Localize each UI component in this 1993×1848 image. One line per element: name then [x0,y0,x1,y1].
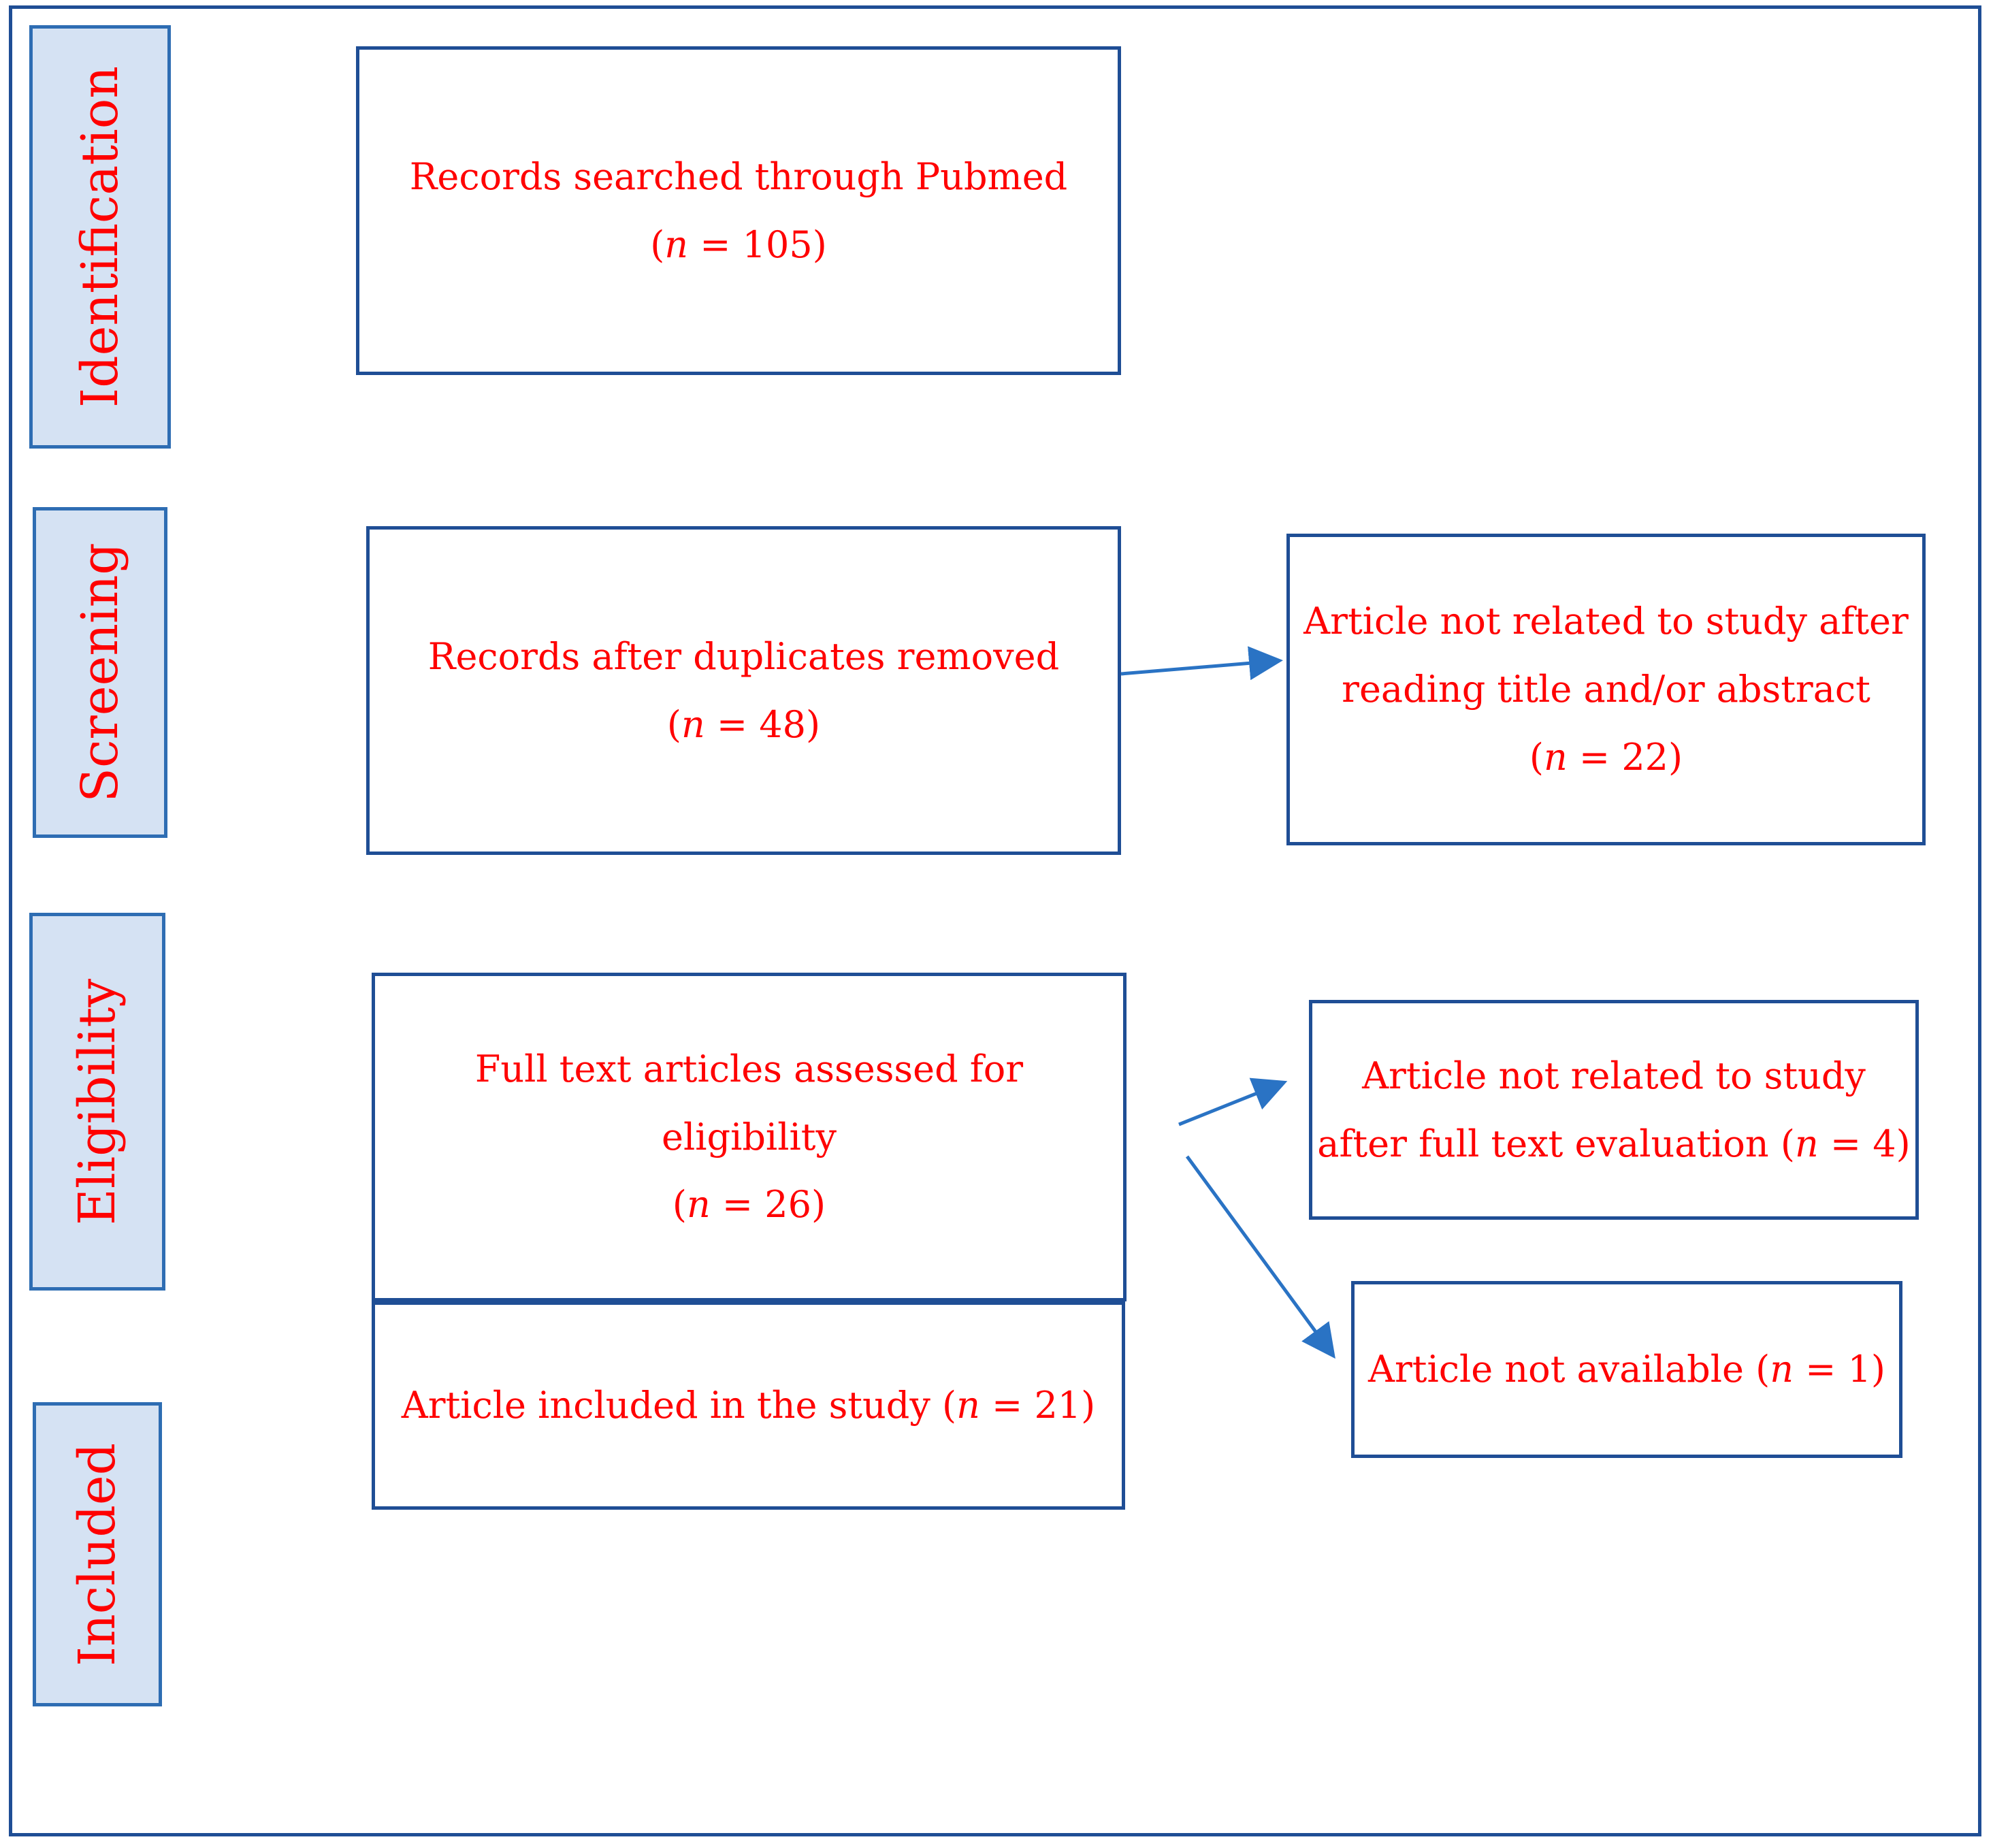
full-text-assessed-count: = 26) [710,1183,826,1227]
n-symbol: n [1794,1122,1819,1165]
excluded-fulltext-text-1: Article not related to study [1362,1054,1866,1097]
arrow-fulltext-to-excluded [1178,1077,1288,1126]
included-text: Article included in the study ( [401,1384,957,1427]
excluded-abstract-count: = 22) [1567,735,1683,779]
full-text-assessed-box: Full text articles assessed for eligibil… [372,973,1127,1301]
duplicates-removed-box: Records after duplicates removed (n = 48… [366,526,1121,855]
n-symbol: n [681,702,705,746]
full-text-assessed-text-1: Full text articles assessed for [474,1047,1024,1090]
count-open: ( [672,1183,687,1227]
n-symbol: n [686,1183,711,1227]
duplicates-removed-count: = 48) [704,702,821,746]
not-available-count: = 1) [1794,1348,1885,1391]
excluded-abstract-text-2: reading title and/or abstract [1342,668,1870,711]
n-symbol: n [664,223,689,266]
excluded-fulltext-box: Article not related to study after full … [1309,1000,1919,1220]
diagram-frame [9,5,1981,1836]
excluded-abstract-box: Article not related to study after readi… [1286,534,1926,845]
pubmed-records-text: Records searched through Pubmed [409,155,1068,198]
n-symbol: n [1543,735,1568,779]
excluded-fulltext-text-2: after full text evaluation ( [1317,1122,1795,1165]
arrow-fulltext-to-not-available [1185,1155,1335,1359]
included-count: = 21) [979,1384,1096,1427]
pubmed-records-box: Records searched through Pubmed (n = 105… [356,46,1121,375]
included-box: Article included in the study (n = 21) [372,1301,1125,1510]
n-symbol: n [956,1384,980,1427]
excluded-abstract-text-1: Article not related to study after [1303,600,1909,643]
count-open: ( [666,702,681,746]
count-open: ( [1529,735,1544,779]
count-open: ( [650,223,665,266]
excluded-fulltext-count: = 4) [1818,1122,1911,1165]
not-available-text: Article not available ( [1367,1348,1770,1391]
pubmed-records-count: = 105) [688,223,827,266]
duplicates-removed-text: Records after duplicates removed [427,634,1060,678]
arrow-duplicates-to-excluded [1120,646,1283,681]
stage-eligibility: Eligibility [29,913,165,1291]
stage-included: Included [33,1402,162,1706]
full-text-assessed-text-2: eligibility [662,1115,837,1158]
stage-screening: Screening [33,507,167,838]
stage-identification: Identification [29,25,171,449]
not-available-box: Article not available (n = 1) [1351,1281,1902,1458]
n-symbol: n [1770,1348,1794,1391]
